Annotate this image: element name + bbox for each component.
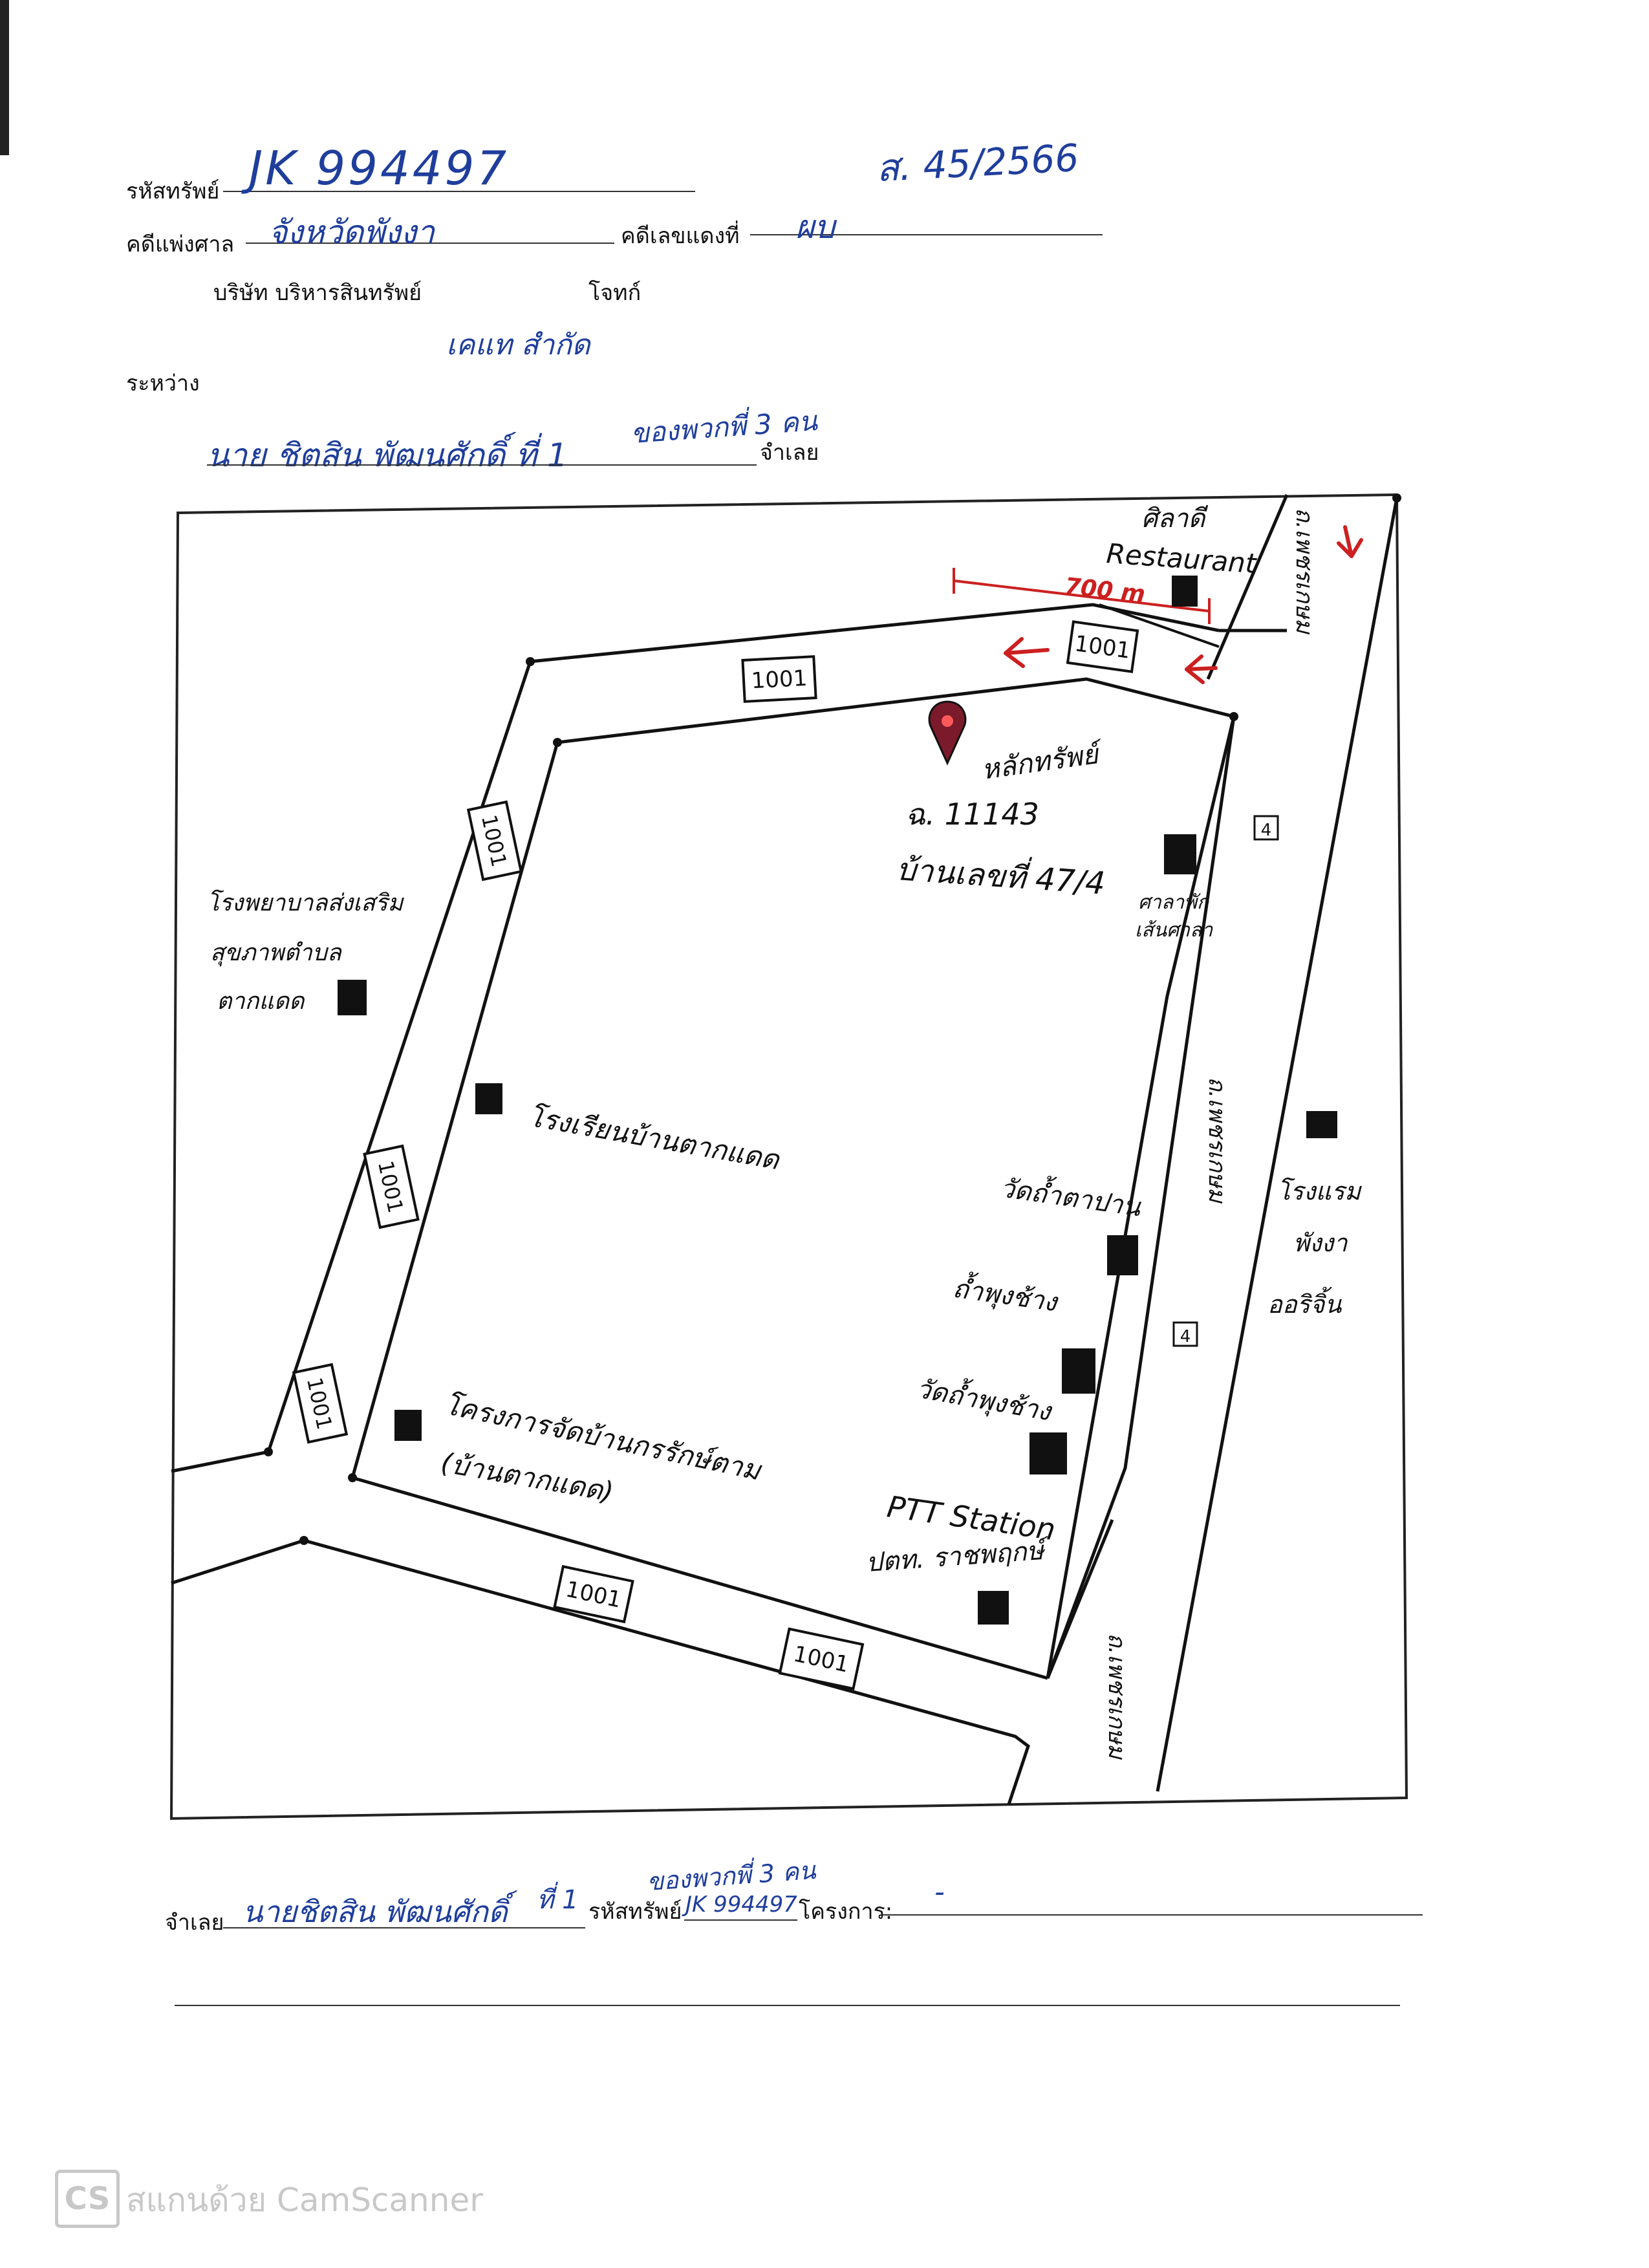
asset-code-label: รหัสทรัพย์ [126,178,220,204]
defendant-label: จำเลย [760,440,819,466]
road-1001-bottom-outer [171,1539,1030,1805]
restaurant-building [1172,576,1198,607]
road-1001-bottom-inner [352,1476,1048,1680]
ptt-building [978,1591,1009,1625]
hospital-label-line3: ตากแดด [217,988,305,1015]
road-sign-1001: 1001 [1066,620,1139,673]
project-sub-label: (บ้านตากแดด) [438,1447,616,1508]
footer-blank-line [175,2005,1400,2006]
svg-text:1001: 1001 [751,665,808,694]
asset-label: หลักทรัพย์ [980,737,1105,786]
location-pin-icon [928,700,967,766]
svg-text:4: 4 [1180,1327,1191,1346]
camscanner-logo: CS [55,2170,120,2228]
asset-code-value: JK 994497 [249,141,510,195]
temple1-label: วัดถ้ำตาปาน [998,1169,1145,1222]
ptt-label-th: ปตท. ราชพฤกษ์ [865,1535,1050,1578]
court-case-underline [246,243,614,244]
road-name-bottom: ถ.เพชรเกษม [1103,1633,1130,1760]
plaintiff-name: บริษัท บริหารสินทรัพย์ [213,280,422,306]
hotel-label-line1: โรงแรม [1277,1177,1362,1205]
road-sign-1001: 1001 [292,1363,349,1444]
restaurant-thai-label: ศิลาดี [1141,504,1208,534]
red-arrow-left-icon [1185,654,1218,684]
camscanner-watermark: สแกนด้วย CamScanner [126,2181,483,2219]
footer-project-underline [883,1914,1423,1916]
footer-defendant-extra-1: ที่ 1 [537,1885,579,1915]
restaurant-label: Restaurant [1105,537,1258,579]
court-case-label: คดีแพ่งศาล [126,232,235,257]
temple2-building [1062,1348,1095,1394]
hospital-building [338,980,367,1015]
red-case-label: คดีเลขแดงที่ [621,223,740,249]
highway-4-marker [1253,815,1279,841]
footer-project-value: - [934,1875,945,1908]
road-1001-inner [350,677,1236,1679]
hotel-label-line3: ออริจิ้น [1267,1286,1342,1319]
footer-defendant-underline [223,1927,585,1928]
red-arrow-down-icon [1337,525,1363,558]
footer-defendant-label: จำเลย [165,1910,224,1936]
temple3-building [1029,1432,1067,1474]
road-sign-1001: 1001 [466,800,523,881]
highway-4-right [1156,497,1399,1792]
hotel-label-line2: พังงา [1293,1229,1348,1257]
highway-4-marker [1172,1321,1198,1347]
footer-defendant-handwritten: นายชิตสิน พัฒนศักดิ์ [242,1894,508,1929]
road-sign-1001: 1001 [553,1564,634,1624]
road-sign-1001: 1001 [778,1627,865,1690]
house-number-label: บ้านเลขที่ 47/4 [895,847,1106,902]
highway-4-top-left [1206,494,1289,680]
hall-label-line1: ศาลาพัก [1138,891,1210,914]
temple2-label: ถ้ำพุงช้าง [951,1269,1061,1318]
road-sign-1001: 1001 [741,655,817,703]
temple3-label: วัดถ้ำพุงช้าง [914,1370,1055,1428]
road-name-top: ถ.เพชรเกษม [1291,508,1317,635]
distance-line [953,579,1210,612]
red-arrow-left-icon [1004,637,1050,668]
distance-label: 700 m [1063,573,1147,608]
defendant-underline [207,464,757,466]
deed-number-label: ฉ. 11143 [905,797,1039,832]
footer-asset-code-underline [684,1919,797,1921]
hospital-label-line1: โรงพยาบาลส่งเสริม [207,889,405,916]
footer-project-label: โครงการ: [799,1899,893,1925]
asset-code-underline [223,191,695,192]
hotel-building [1306,1111,1337,1138]
svg-text:4: 4 [1261,821,1272,840]
footer-asset-code-label: รหัสทรัพย์ [588,1899,682,1925]
road-name-mid: ถ.เพชรเกษม [1203,1077,1230,1204]
school-label: โรงเรียนบ้านตากแดด [526,1101,783,1176]
plaintiff-handwritten: เคแท สำกัด [446,329,590,362]
defendant-handwritten: นาย ชิตสิน พัฒนศักดิ์ ที่ 1 [207,437,568,474]
scan-edge-shadow [0,0,9,155]
court-case-value: จังหวัดพังงา [268,213,435,251]
red-case-underline [750,234,1103,235]
between-label: ระหว่าง [126,371,200,396]
hall-building [1164,834,1196,874]
road-sign-1001: 1001 [363,1144,420,1229]
plaintiff-label: โจทก์ [588,280,641,306]
project-building [394,1410,422,1441]
red-case-value: ผบ [795,208,835,246]
hall-label-line2: เส้นศาลา [1135,919,1213,942]
map-frame [169,493,1408,1820]
road-1001-outer [266,603,1220,1453]
footer-asset-code-value: JK 994497 [685,1892,797,1917]
school-building [475,1083,502,1114]
highway-4-left [1046,716,1236,1679]
temple1-building [1107,1235,1138,1275]
hospital-label-line2: สุขภาพตำบล [210,940,343,967]
